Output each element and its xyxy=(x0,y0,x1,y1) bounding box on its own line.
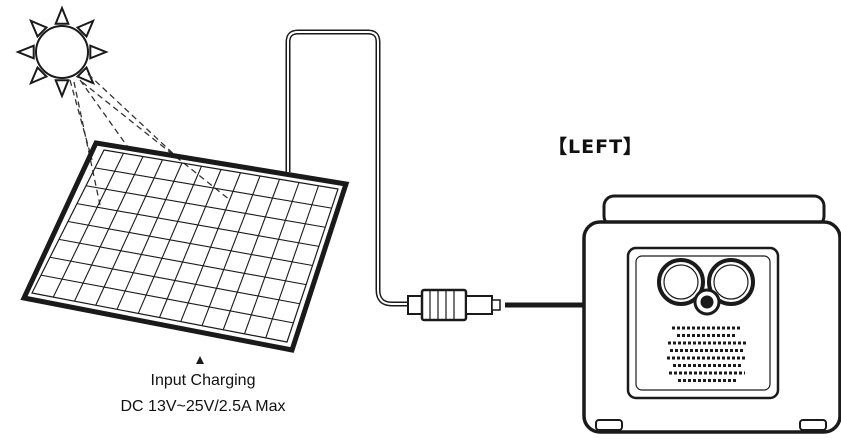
input-spec-label: DC 13V~25V/2.5A Max xyxy=(120,398,286,415)
side-label: 【LEFT】 xyxy=(548,136,644,158)
sun-ray xyxy=(75,18,96,39)
panel-cell-line xyxy=(49,256,300,305)
charging-cable xyxy=(285,29,412,307)
panel-cell-line xyxy=(85,185,326,228)
sun-ray xyxy=(54,5,70,25)
sun-rays-dashed xyxy=(69,73,231,206)
input-charging-label: Input Charging xyxy=(150,372,256,389)
sun-ray xyxy=(15,44,35,60)
panel-cell-line xyxy=(67,220,313,267)
sun-ray xyxy=(28,18,49,39)
sun-icon xyxy=(15,5,109,99)
sun-ray xyxy=(89,44,109,60)
solar-panel-icon xyxy=(20,140,350,353)
panel-cell-line xyxy=(76,203,319,247)
power-station-icon xyxy=(582,194,841,434)
sun-ray xyxy=(54,79,70,99)
pointer-marker xyxy=(196,356,204,364)
panel-cell-line xyxy=(94,167,332,209)
panel-cell-line xyxy=(40,274,294,324)
dc-connector-icon xyxy=(407,288,501,322)
sun-ray xyxy=(28,65,49,86)
panel-cell-line xyxy=(58,238,307,286)
